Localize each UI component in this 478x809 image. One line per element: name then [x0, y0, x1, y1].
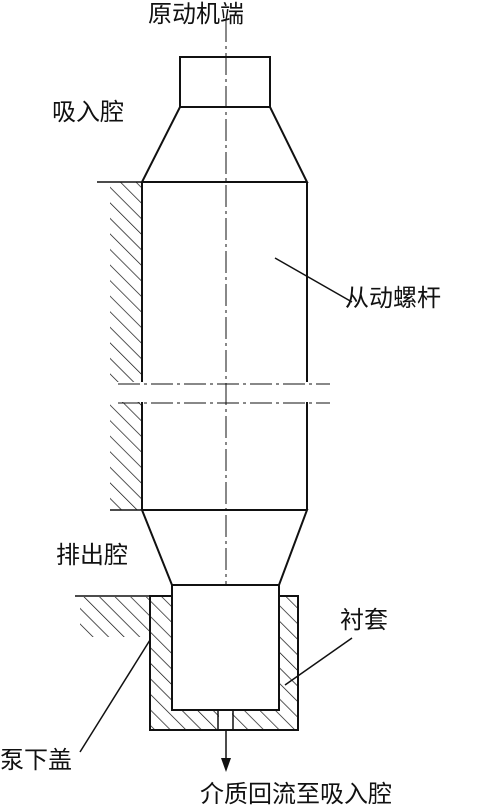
- coupling-end-block: [179, 56, 271, 108]
- leader-driven-screw: [274, 257, 353, 303]
- label-bushing: 衬套: [340, 606, 388, 634]
- lower-taper: [140, 509, 309, 586]
- label-discharge-chamber: 排出腔: [56, 541, 128, 569]
- return-channel-gap: [219, 711, 232, 729]
- upper-taper: [140, 106, 309, 183]
- label-medium-return: 介质回流至吸入腔: [200, 780, 392, 808]
- flow-arrow-head: [221, 758, 231, 772]
- label-prime-mover-end: 原动机端: [148, 0, 244, 28]
- housing-wall-hatch-upper: [110, 182, 142, 382]
- label-pump-lower-cover: 泵下盖: [0, 746, 72, 774]
- label-driven-screw: 从动螺杆: [345, 284, 441, 312]
- pump-cover-hatch-top: [80, 597, 150, 637]
- lower-shaft: [171, 584, 280, 711]
- leader-pump-cover: [79, 639, 151, 753]
- label-suction-chamber: 吸入腔: [52, 98, 124, 126]
- leader-bushing: [284, 637, 353, 686]
- housing-wall-hatch-lower: [110, 402, 142, 510]
